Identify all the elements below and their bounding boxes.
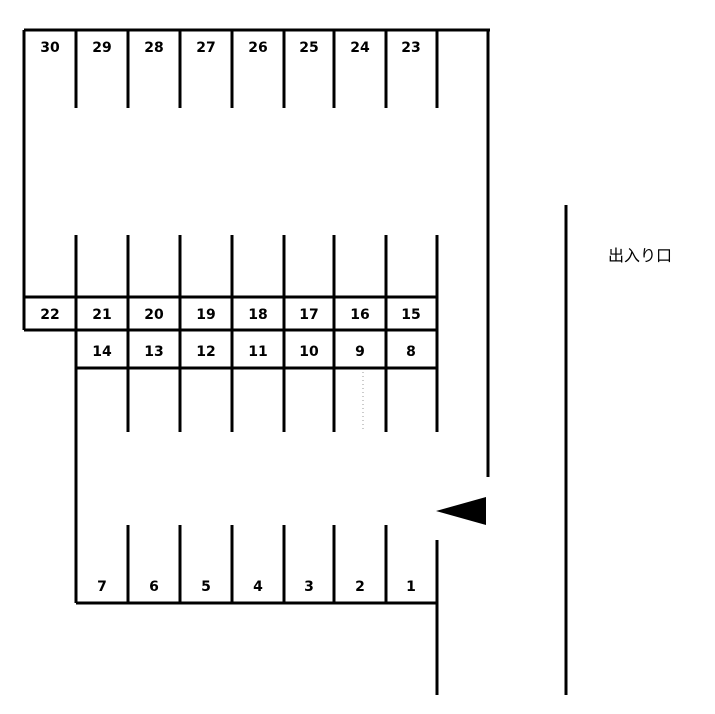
space-number: 10	[299, 344, 319, 360]
space-number: 11	[248, 344, 267, 360]
space-number: 8	[406, 344, 416, 360]
space-number: 30	[40, 40, 60, 56]
space-number: 29	[92, 40, 111, 56]
space-number: 1	[406, 579, 416, 595]
space-number: 13	[144, 344, 163, 360]
lower-middle-labels: 14 13 12 11 10 9 8	[92, 344, 416, 360]
space-number: 20	[144, 307, 164, 323]
space-number: 24	[350, 40, 370, 56]
space-number: 28	[144, 40, 163, 56]
entrance-label: 出入り口	[608, 246, 672, 265]
bottom-row-structure	[74, 368, 439, 695]
space-number: 21	[92, 307, 111, 323]
space-number: 5	[201, 579, 211, 595]
space-number: 17	[299, 307, 318, 323]
space-number: 7	[97, 579, 107, 595]
space-number: 16	[350, 307, 369, 323]
space-number: 2	[355, 579, 365, 595]
upper-middle-labels: 22 21 20 19 18 17 16 15	[40, 307, 420, 323]
bottom-row-labels: 7 6 5 4 3 2 1	[97, 579, 416, 595]
space-number: 25	[299, 40, 318, 56]
entry-arrow-icon	[436, 497, 486, 525]
space-number: 22	[40, 307, 59, 323]
space-number: 9	[355, 344, 365, 360]
space-number: 3	[304, 579, 314, 595]
space-number: 27	[196, 40, 215, 56]
space-number: 26	[248, 40, 267, 56]
space-number: 12	[196, 344, 215, 360]
space-number: 15	[401, 307, 420, 323]
space-number: 14	[92, 344, 112, 360]
space-number: 6	[149, 579, 159, 595]
space-number: 18	[248, 307, 267, 323]
space-number: 4	[253, 579, 263, 595]
top-row-structure	[22, 28, 490, 477]
middle-island-structure	[24, 235, 439, 432]
space-number: 23	[401, 40, 420, 56]
space-number: 19	[196, 307, 215, 323]
top-row-labels: 30 29 28 27 26 25 24 23	[40, 40, 420, 56]
